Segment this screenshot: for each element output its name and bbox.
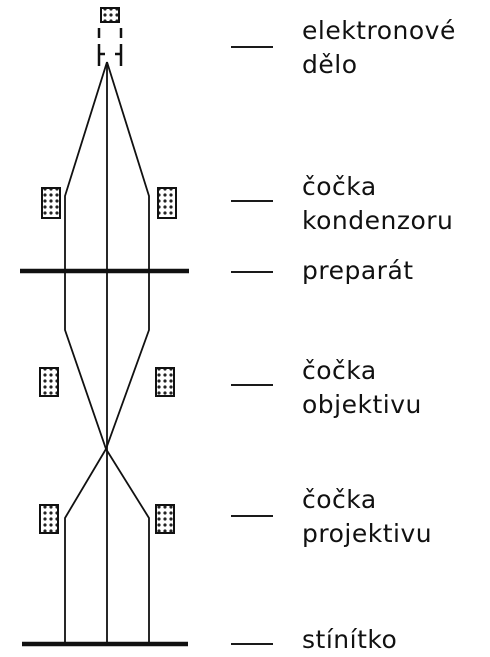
projective-lens-coils (39, 504, 175, 534)
screen-label: stínítko (302, 625, 398, 654)
electron-gun (97, 7, 123, 66)
objective-lens-coils (39, 367, 175, 397)
electron-gun-label: elektronové dělo (302, 16, 456, 79)
objective-lens-leader (231, 384, 273, 386)
condenser-lens-label: čočka kondenzoru (302, 172, 454, 235)
projective-lens-label: čočka projektivu (302, 485, 433, 548)
objective-lens-label: čočka objektivu (302, 356, 422, 419)
specimen-label: preparát (302, 256, 414, 285)
screen-leader (231, 643, 273, 645)
condenser-lens-coils (41, 187, 177, 219)
electron-beam-rays (64, 61, 150, 642)
projective-lens-leader (231, 515, 273, 517)
electron-gun-leader (231, 46, 273, 48)
condenser-lens-leader (231, 200, 273, 202)
specimen-leader (231, 271, 273, 273)
